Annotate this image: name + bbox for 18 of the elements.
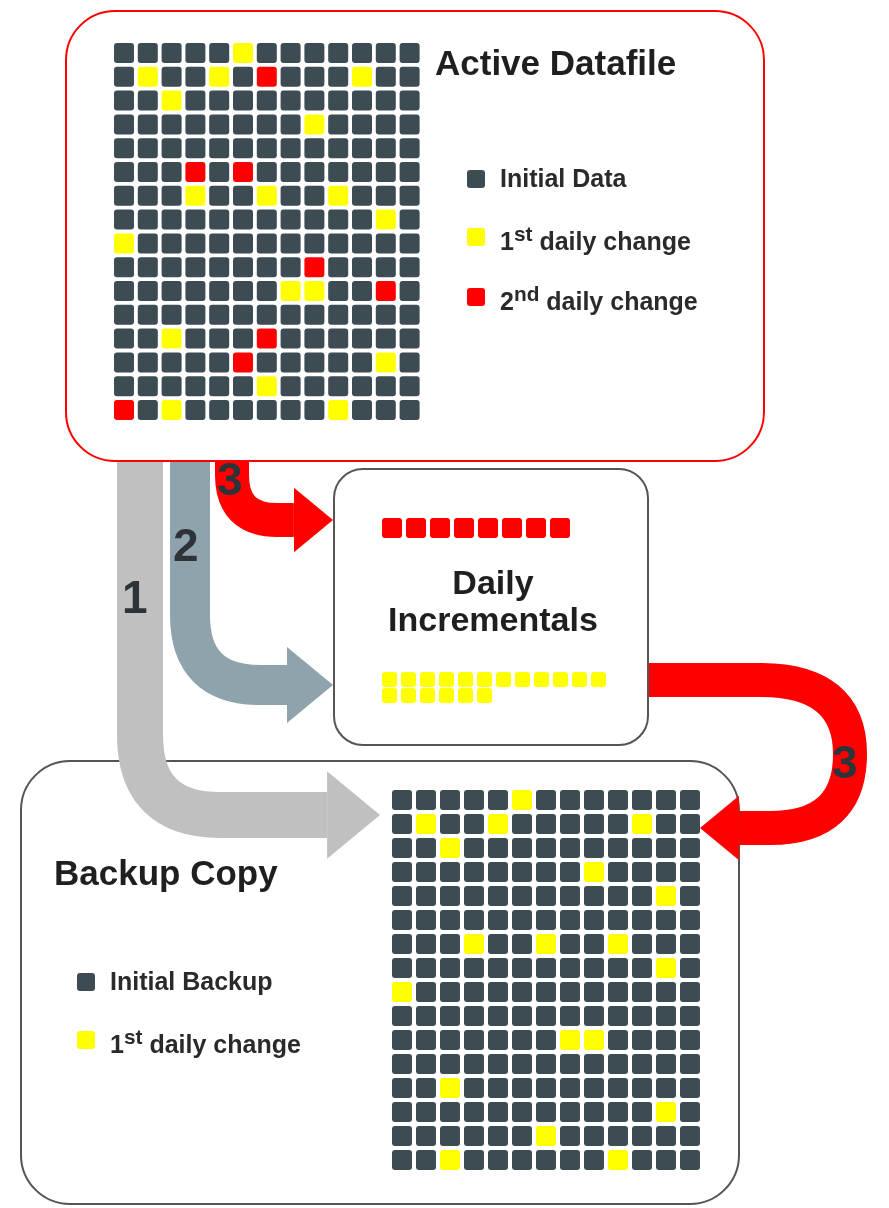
legend-label: Initial Backup: [110, 967, 273, 996]
rounded-box: [20, 760, 740, 1205]
legend-label: 2$^{nd}$ daily change: [500, 282, 698, 317]
edge-label: 1: [122, 570, 148, 624]
box-title: Active Datafile: [435, 44, 678, 83]
legend-label: 1$^{st}$ daily change: [500, 222, 691, 257]
edge-label: 2: [173, 518, 199, 572]
edge-label: 3: [217, 452, 243, 506]
block-arrow: [170, 462, 333, 723]
box-title: Daily Incrementals: [387, 564, 599, 639]
rounded-box: [333, 468, 649, 746]
block-arrow: [649, 663, 867, 861]
legend-label: 1$^{st}$ daily change: [110, 1025, 301, 1060]
box-title: Backup Copy: [54, 854, 279, 893]
block-arrow: [117, 462, 380, 859]
rounded-box: [65, 10, 765, 462]
legend-label: Initial Data: [500, 164, 627, 193]
edge-label: 3: [832, 735, 858, 789]
